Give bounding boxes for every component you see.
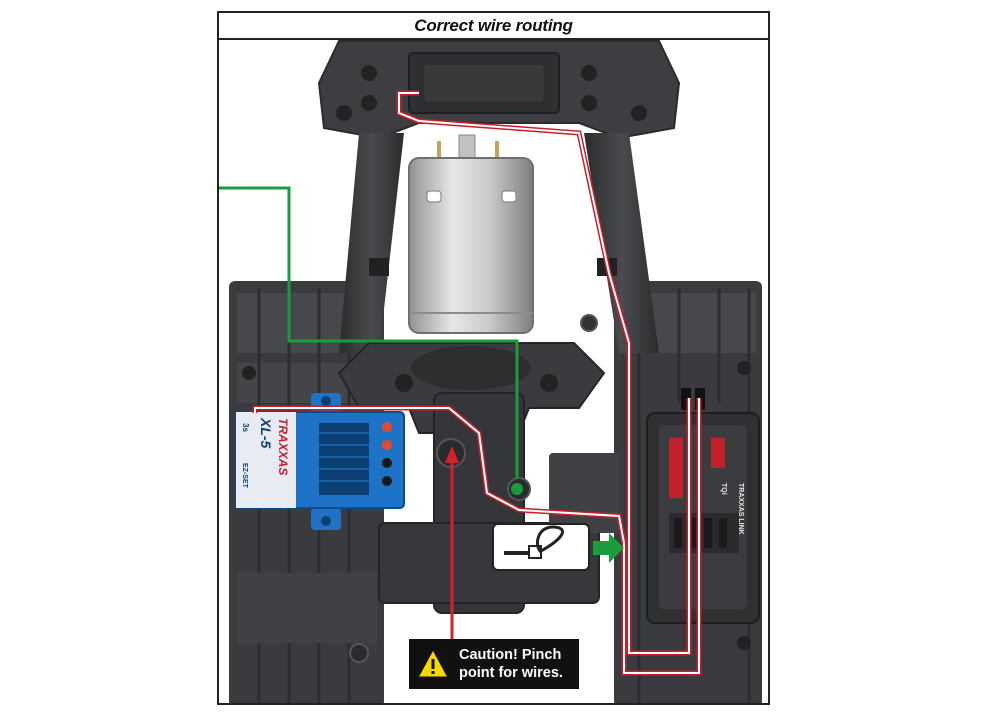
- esc-model-label: XL-5: [258, 417, 274, 449]
- zip-tie-callout: [492, 523, 624, 571]
- electric-motor: [408, 134, 534, 334]
- rear-mount-assembly: [317, 40, 681, 140]
- figure-title-bar: Correct wire routing: [219, 13, 768, 40]
- wire-routing-figure: TRAXXAS LINK TQi TRAXXAS XL-5 EZ-S: [217, 11, 770, 705]
- green-callout-line: [219, 186, 523, 495]
- esc-mode-label: 3s: [241, 423, 250, 432]
- warning-icon: [419, 651, 447, 677]
- esc-speed-control: TRAXXAS XL-5 EZ-SET 3s: [235, 393, 405, 530]
- receiver-box: TRAXXAS LINK TQi: [646, 388, 760, 624]
- caution-callout: Caution! Pinch point for wires.: [409, 639, 579, 689]
- chassis-rails: [339, 133, 659, 353]
- receiver-brand-label: TRAXXAS LINK: [737, 483, 744, 535]
- zip-tie-icon: [504, 525, 565, 559]
- caution-text: Caution! Pinch point for wires.: [459, 646, 563, 682]
- caution-line-1: Caution! Pinch: [459, 647, 562, 663]
- wire-harness: [252, 90, 702, 676]
- chassis-illustration: TRAXXAS LINK TQi TRAXXAS XL-5 EZ-S: [219, 40, 762, 703]
- figure-title: Correct wire routing: [414, 15, 573, 35]
- green-arrow-icon: [593, 533, 624, 563]
- receiver-model-label: TQi: [720, 483, 727, 495]
- esc-set-label: EZ-SET: [241, 463, 248, 489]
- caution-line-2: point for wires.: [459, 665, 563, 681]
- esc-brand-label: TRAXXAS: [276, 418, 290, 475]
- red-callout-line: [445, 446, 459, 639]
